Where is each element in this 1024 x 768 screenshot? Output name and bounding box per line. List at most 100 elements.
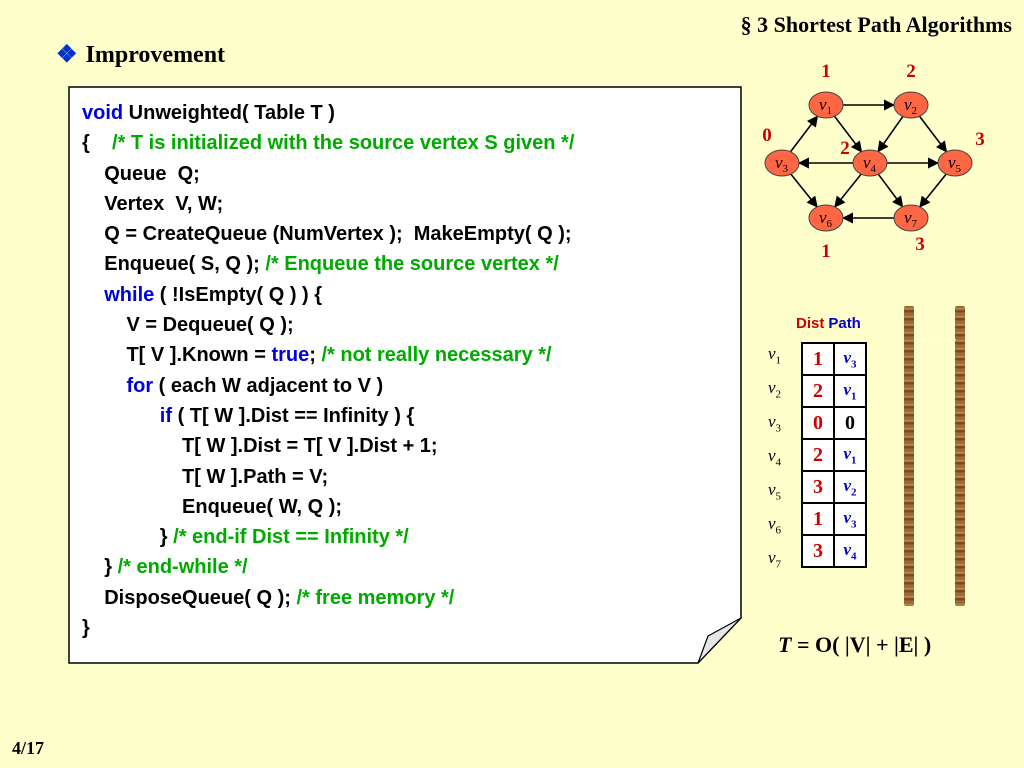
- row-labels: v1 v2 v3 v4 v5 v6 v7: [768, 344, 781, 582]
- row-label-v7: v7: [768, 548, 782, 571]
- code-comment: /* T is initialized with the source vert…: [112, 132, 575, 155]
- row-label-v6: v6: [768, 514, 782, 537]
- code-text: ( each W adjacent to V ): [153, 374, 384, 397]
- code-text: Queue Q;: [82, 162, 200, 185]
- code-text: T[ V ].Known =: [82, 344, 272, 367]
- complexity-rest: = O( |V| + |E| ): [791, 632, 932, 657]
- code-card: void Unweighted( Table T ){ /* T is init…: [68, 86, 742, 664]
- dist-cell: 0: [801, 406, 835, 440]
- section-title: ❖ Improvement: [56, 40, 225, 69]
- code-line: { /* T is initialized with the source ve…: [82, 128, 574, 158]
- code-line: while ( !IsEmpty( Q ) ) {: [82, 280, 574, 310]
- code-block: void Unweighted( Table T ){ /* T is init…: [82, 98, 574, 643]
- graph-edge-v3-v1: [789, 115, 819, 153]
- path-header: Path: [828, 315, 861, 332]
- graph-node-label: v1: [819, 95, 832, 117]
- code-text: ( T[ W ].Dist == Infinity ) {: [172, 404, 415, 427]
- graph-node-label: v4: [863, 153, 877, 175]
- code-text: {: [82, 132, 113, 155]
- graph-node-shape: [852, 149, 888, 177]
- code-line: T[ V ].Known = true; /* not really neces…: [82, 340, 574, 370]
- dist-header: Dist: [796, 315, 825, 332]
- code-line: } /* end-while */: [82, 552, 574, 582]
- row-label-v4: v4: [768, 446, 782, 469]
- path-cell: v1: [833, 374, 867, 408]
- code-keyword: true: [271, 344, 310, 367]
- code-line: Q = CreateQueue (NumVertex ); MakeEmpty(…: [82, 219, 574, 249]
- page-number: 4/17: [12, 738, 45, 758]
- code-line: if ( T[ W ].Dist == Infinity ) {: [82, 401, 574, 431]
- dist-cell: 3: [801, 470, 835, 504]
- graph-node-dist-label: 1: [821, 61, 831, 82]
- graph-node-v3: v30: [762, 125, 800, 177]
- code-text: Unweighted( Table T ): [123, 102, 335, 124]
- graph-node-shape: [808, 204, 844, 232]
- code-text: }: [82, 526, 174, 549]
- code-text: }: [82, 617, 90, 640]
- graph-node-v6: v61: [808, 204, 844, 262]
- graph-node-shape: [937, 149, 973, 177]
- code-text: T[ W ].Path = V;: [82, 465, 329, 488]
- code-line: } /* end-if Dist == Infinity */: [82, 522, 574, 552]
- code-comment: /* not really necessary */: [321, 344, 552, 367]
- graph-edge-v2-v5: [918, 115, 948, 153]
- code-text: Vertex V, W;: [82, 192, 224, 215]
- graph-edge-v1-v4: [833, 115, 863, 153]
- code-text: ( !IsEmpty( Q ) ) {: [154, 283, 323, 306]
- graph-node-label: v5: [948, 153, 962, 175]
- code-line: T[ W ].Dist = T[ V ].Dist + 1;: [82, 431, 574, 461]
- code-text: Enqueue( S, Q );: [82, 253, 266, 276]
- row-label-v1: v1: [768, 344, 782, 367]
- path-cell: v1: [833, 438, 867, 472]
- path-cell: v3: [833, 502, 867, 536]
- decorative-line: [914, 339, 956, 340]
- graph-node-dist-label: 3: [915, 234, 925, 255]
- graph-node-shape: [764, 149, 800, 177]
- code-line: Enqueue( W, Q );: [82, 492, 574, 522]
- graph-node-label: v3: [775, 153, 789, 175]
- section-title-text: Improvement: [85, 42, 226, 68]
- path-cell: v3: [833, 342, 867, 376]
- graph-edge-v4-v7: [877, 173, 904, 208]
- dist-cell: 3: [801, 534, 835, 568]
- slide-header-title: § 3 Shortest Path Algorithms: [740, 12, 1012, 37]
- code-text: DisposeQueue( Q );: [82, 586, 297, 609]
- graph-node-dist-label: 2: [840, 138, 850, 159]
- code-line: V = Dequeue( Q );: [82, 310, 574, 340]
- code-text: ;: [309, 344, 322, 367]
- code-text: Enqueue( W, Q );: [82, 495, 343, 518]
- code-text: [82, 375, 126, 397]
- code-comment: /* free memory */: [296, 586, 455, 609]
- path-cell: v2: [833, 470, 867, 504]
- code-keyword: for: [126, 374, 154, 397]
- graph-node-shape: [808, 91, 844, 119]
- code-line: Queue Q;: [82, 159, 574, 189]
- row-label-v2: v2: [768, 378, 782, 401]
- graph-edge-v3-v6: [790, 173, 818, 208]
- code-line: void Unweighted( Table T ): [82, 98, 574, 128]
- code-comment: /* end-if Dist == Infinity */: [173, 526, 409, 549]
- row-label-v5: v5: [768, 480, 782, 503]
- row-label-v3: v3: [768, 412, 782, 435]
- dist-cell: 1: [801, 342, 835, 376]
- code-comment: /* Enqueue the source vertex */: [265, 253, 559, 276]
- folded-paper-background: [68, 86, 742, 664]
- code-text: Q = CreateQueue (NumVertex ); MakeEmpty(…: [82, 223, 572, 246]
- graph-node-shape: [893, 91, 929, 119]
- code-line: }: [82, 613, 574, 643]
- graph-edge-v5-v7: [919, 173, 947, 208]
- graph-node-v4: v4 2: [840, 138, 888, 177]
- path-cell: v4: [833, 534, 867, 568]
- diamond-bullet-icon: ❖: [56, 42, 78, 68]
- code-comment: /* end-while */: [117, 556, 248, 579]
- graph-edge-v4-v6: [834, 173, 862, 208]
- code-text: }: [82, 556, 118, 579]
- code-line: for ( each W adjacent to V ): [82, 371, 574, 401]
- complexity-formula: T = O( |V| + |E| ): [778, 632, 931, 658]
- dist-cell: 1: [801, 502, 835, 536]
